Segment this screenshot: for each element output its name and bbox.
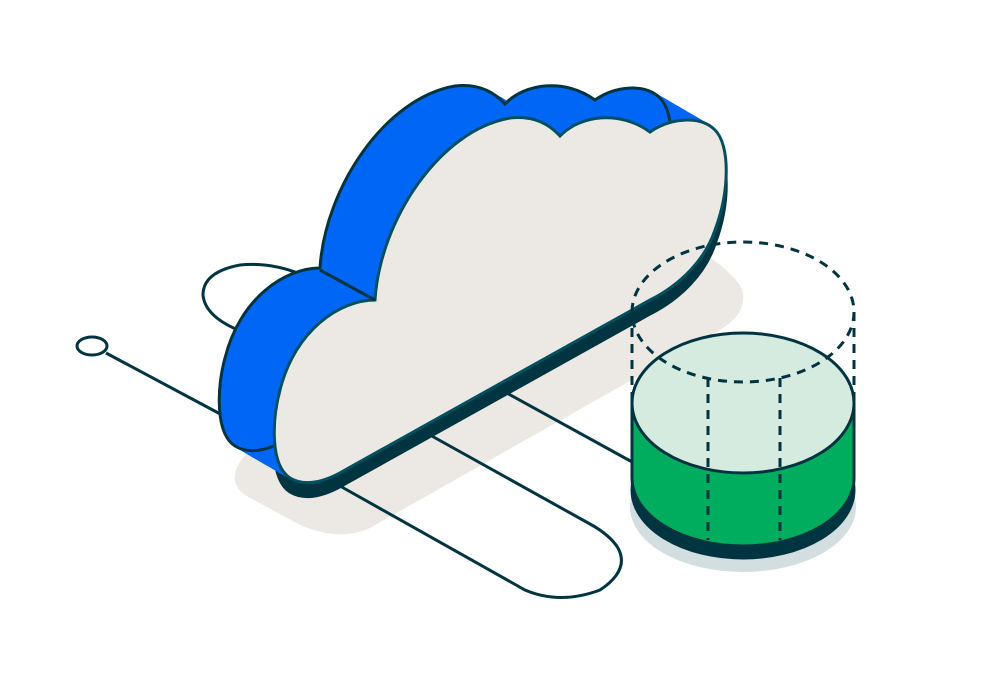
cylinder-top (630, 331, 856, 475)
cable-segment (504, 390, 635, 465)
cable-end-connector (75, 335, 109, 357)
connection-cable (75, 262, 635, 599)
database-cylinder-icon (630, 240, 856, 572)
cloud-icon (217, 83, 728, 499)
cable-segment (105, 351, 225, 418)
cable-loop (201, 262, 301, 332)
dashed-outline (630, 240, 856, 540)
cable-segment (339, 433, 623, 599)
